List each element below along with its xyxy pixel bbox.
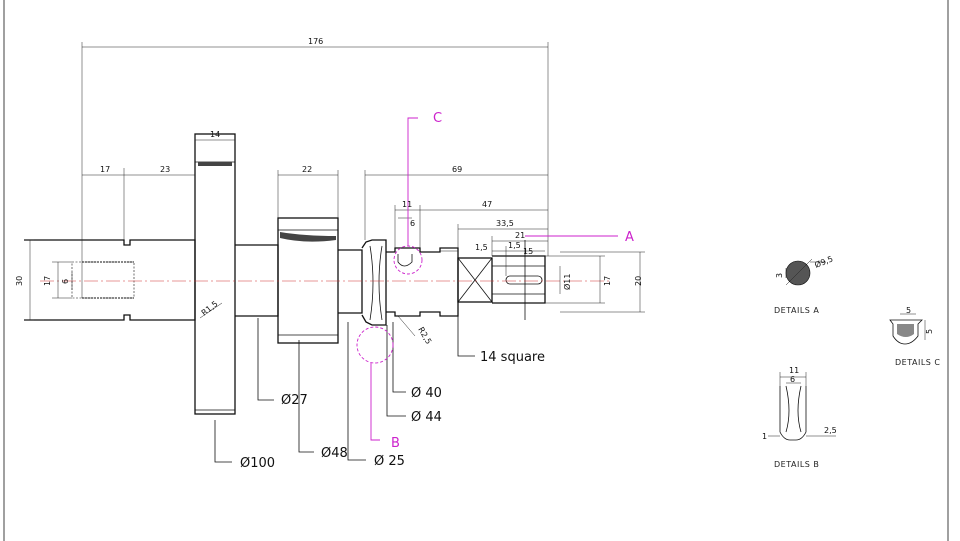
dim-1-5-a: 1,5: [475, 243, 488, 252]
dim-14: 14: [210, 130, 220, 139]
callout-d40: Ø 40: [411, 386, 442, 401]
marker-b: B: [391, 436, 400, 451]
dim-r2-5: R2,5: [416, 326, 433, 346]
dimension-lines: [24, 42, 645, 337]
shaft-outline: [24, 133, 546, 415]
magenta-markers: [356, 117, 618, 441]
dim-v30: 30: [15, 276, 24, 286]
dim-69: 69: [452, 165, 462, 174]
dim-15: 15: [523, 247, 533, 256]
dim-v6-left: 6: [61, 279, 70, 284]
threaded-hole: [71, 261, 135, 299]
dim-17: 17: [100, 165, 110, 174]
dim-v20-right: 20: [634, 276, 643, 286]
dim-r1-5: R1,5: [200, 299, 220, 317]
detail-a-dia: Ø9,5: [813, 253, 834, 269]
detail-c-side: 5: [925, 329, 934, 334]
marker-a: A: [625, 230, 634, 245]
dim-6: 6: [410, 219, 415, 228]
detail-c: [889, 313, 926, 345]
callout-leaders: [214, 305, 475, 463]
callout-d48: Ø48: [321, 446, 348, 461]
callout-d25: Ø 25: [374, 454, 405, 469]
groove-c: [397, 254, 413, 267]
callout-square: 14 square: [480, 350, 545, 365]
dim-overall: 176: [308, 37, 323, 46]
dim-47: 47: [482, 200, 492, 209]
detail-b: [768, 372, 836, 441]
dim-v11-right: Ø11: [562, 274, 572, 290]
detail-a-h: 3: [775, 273, 784, 278]
dim-33-5: 33,5: [496, 219, 514, 228]
dim-11: 11: [402, 200, 412, 209]
detail-a-title: DETAILS A: [774, 306, 819, 315]
detail-b-top-outer: 11: [789, 366, 799, 375]
callout-d44: Ø 44: [411, 410, 442, 425]
callout-d100: Ø100: [240, 456, 275, 471]
sheet-border: [3, 0, 949, 541]
detail-b-right: 2,5: [824, 426, 837, 435]
detail-c-top: 5: [906, 306, 911, 315]
dim-21: 21: [515, 231, 525, 240]
dim-v17-left: 17: [43, 276, 52, 286]
dim-v17-right: 17: [603, 276, 612, 286]
dim-1-5-b: 1,5: [508, 241, 521, 250]
detail-b-title: DETAILS B: [774, 460, 819, 469]
detail-c-title: DETAILS C: [895, 358, 940, 367]
marker-c: C: [433, 111, 442, 126]
detail-b-top-inner: 6: [790, 375, 795, 384]
detail-a: [785, 258, 826, 286]
dim-23: 23: [160, 165, 170, 174]
detail-b-left: 1: [762, 432, 767, 441]
dim-22: 22: [302, 165, 312, 174]
callout-d27: Ø27: [281, 393, 308, 408]
